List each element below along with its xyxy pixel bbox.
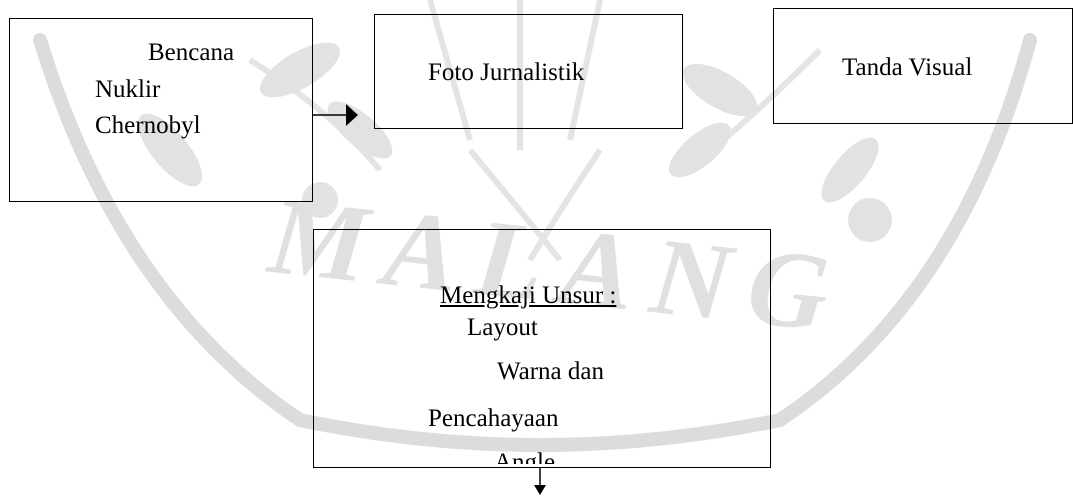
node-photo-label: Foto Jurnalistik [428,59,585,86]
node-analysis-item-warna: Warna dan [497,358,604,385]
node-analysis-item-layout: Layout [467,314,538,341]
arrowhead-down-icon [534,485,546,495]
node-analysis-item-angle-clip: Angle [480,440,600,464]
node-analysis-item-pencahayaan: Pencahayaan [428,405,559,432]
node-analysis-item-angle: Angle [494,449,556,464]
node-source-line2: Nuklir [95,76,161,103]
node-analysis-heading: Mengkaji Unsur : [440,282,617,309]
node-source-line3: Chernobyl [95,112,201,139]
node-visual-label: Tanda Visual [842,54,973,81]
node-analysis-box [313,229,771,468]
node-photo-box [374,14,683,129]
node-source-box [9,18,313,202]
node-source-line1: Bencana [148,39,235,66]
arrowhead-right-icon [346,104,358,126]
